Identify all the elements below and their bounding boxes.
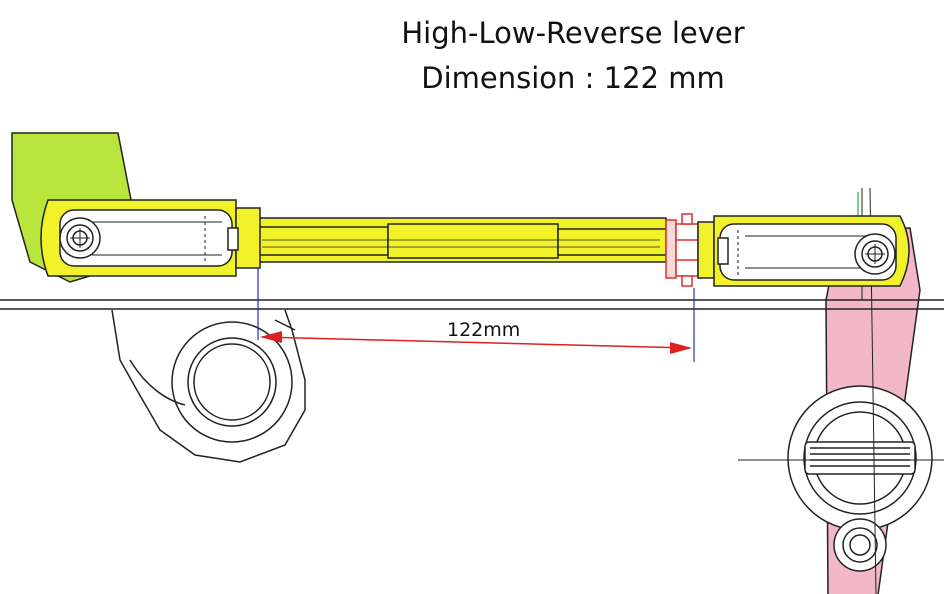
lock-nut <box>665 213 699 287</box>
left-rod-end <box>40 199 261 277</box>
diagram-title-line-2: Dimension : 122 mm <box>421 61 725 95</box>
frame-rail <box>0 299 944 310</box>
right-ball-joint-icon <box>854 233 896 275</box>
dimension-label: 122mm <box>447 319 520 341</box>
left-ball-joint-icon <box>59 217 101 259</box>
left-boss <box>111 309 306 463</box>
dimension-arrow <box>260 331 692 354</box>
dimension-extension-lines <box>257 268 695 362</box>
diagram-title-line-1: High-Low-Reverse lever <box>401 16 745 50</box>
rod-shaft <box>257 217 667 263</box>
right-pivot <box>738 187 944 594</box>
